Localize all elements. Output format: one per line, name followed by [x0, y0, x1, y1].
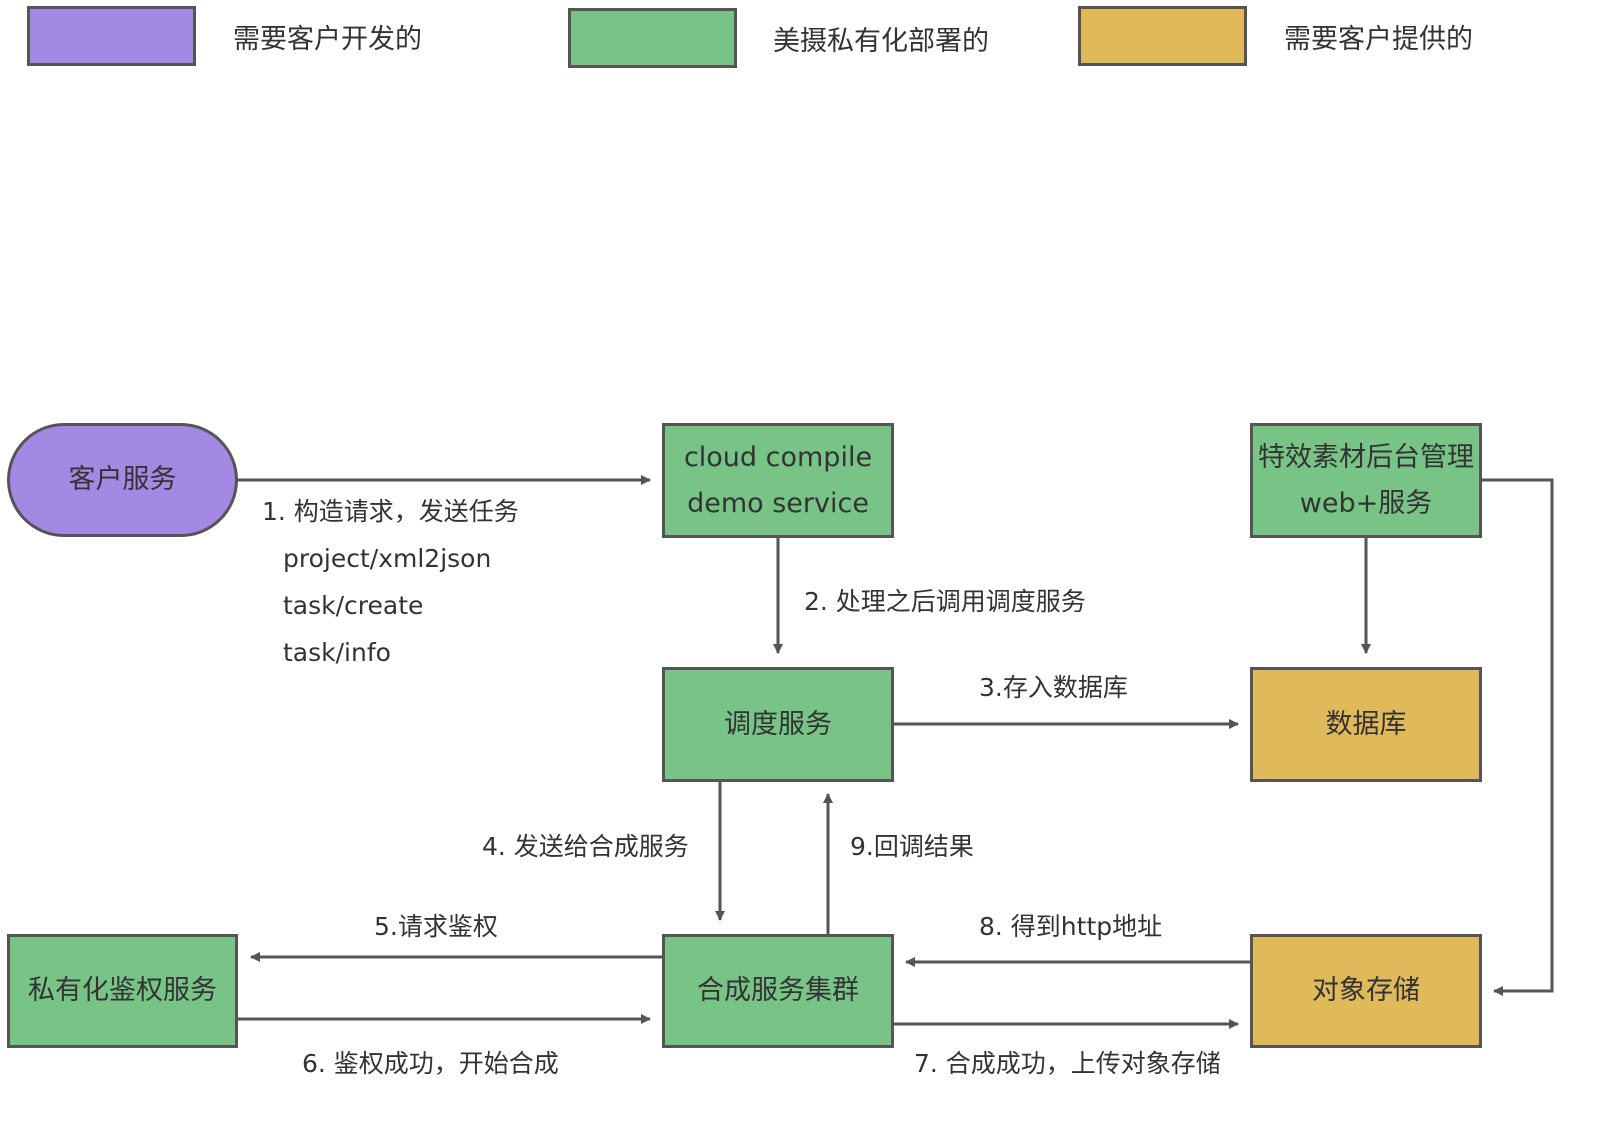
- edge-effects-to-storage: [1482, 478, 1554, 996]
- node-client-service-label: 客户服务: [68, 464, 177, 495]
- edge-label-4: 4. 发送给合成服务: [482, 832, 689, 861]
- node-database-label: 数据库: [1325, 708, 1407, 740]
- node-database: 数据库: [1250, 667, 1482, 782]
- edge-label-2: 2. 处理之后调用调度服务: [804, 587, 1086, 616]
- node-demo-service-label-line2: demo service: [687, 487, 869, 519]
- edge-label-6: 6. 鉴权成功，开始合成: [302, 1049, 559, 1078]
- node-effects-admin-label-line1: 特效素材后台管理: [1258, 441, 1474, 473]
- node-scheduler-label: 调度服务: [724, 708, 832, 740]
- node-compose-cluster: 合成服务集群: [662, 934, 894, 1048]
- api-endpoint: task/create: [283, 591, 424, 620]
- legend-label-client-provided: 需要客户提供的: [1284, 24, 1473, 55]
- legend-label-private-deployed: 美摄私有化部署的: [773, 26, 989, 57]
- node-auth-service: 私有化鉴权服务: [7, 934, 238, 1048]
- node-object-storage: 对象存储: [1250, 934, 1482, 1048]
- edge-label-8: 8. 得到http地址: [979, 912, 1163, 941]
- node-scheduler: 调度服务: [662, 667, 894, 782]
- legend-swatch-yellow: [1078, 6, 1247, 66]
- edge-label-9: 9.回调结果: [850, 832, 974, 861]
- legend-label-client-developed: 需要客户开发的: [233, 24, 422, 55]
- edge-label-1-details: project/xml2json task/create task/info: [283, 535, 491, 676]
- edge-label-7: 7. 合成成功，上传对象存储: [914, 1049, 1221, 1078]
- node-effects-admin-label-line2: web+服务: [1299, 487, 1433, 519]
- node-compose-cluster-label: 合成服务集群: [697, 975, 859, 1006]
- edge-label-5: 5.请求鉴权: [374, 912, 498, 941]
- node-client-service: 客户服务: [7, 423, 238, 537]
- node-demo-service: cloud compile demo service: [662, 423, 894, 538]
- api-endpoint: project/xml2json: [283, 544, 492, 573]
- node-demo-service-label-line1: cloud compile: [683, 441, 873, 473]
- edge-label-3: 3.存入数据库: [979, 673, 1128, 702]
- api-endpoint: task/info: [283, 638, 391, 667]
- node-auth-service-label: 私有化鉴权服务: [28, 975, 217, 1006]
- edge-label-1: 1. 构造请求，发送任务: [262, 497, 519, 526]
- legend-swatch-green: [568, 8, 737, 68]
- node-effects-admin: 特效素材后台管理 web+服务: [1250, 423, 1482, 538]
- legend-swatch-purple: [27, 6, 196, 66]
- node-object-storage-label: 对象存储: [1312, 975, 1420, 1006]
